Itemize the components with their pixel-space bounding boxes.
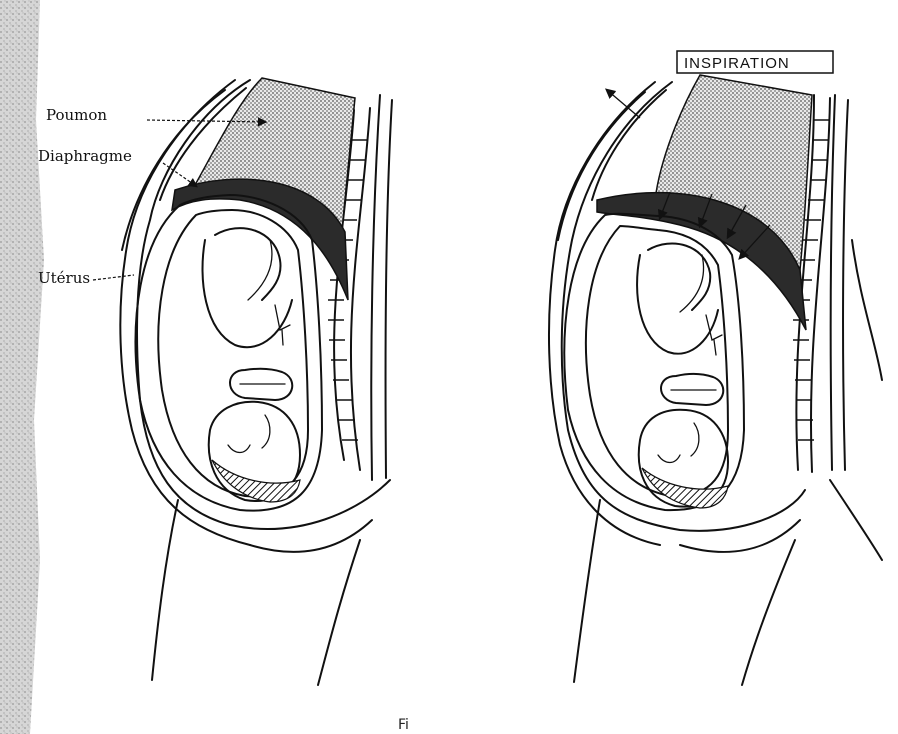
label-inspiration: INSPIRATION	[684, 55, 790, 72]
left-fetus	[203, 228, 300, 502]
right-uterus	[564, 214, 744, 510]
right-figure	[549, 75, 882, 685]
label-poumon: Poumon	[46, 106, 107, 124]
label-uterus: Utérus	[38, 269, 90, 287]
scan-shadow-left	[0, 0, 44, 734]
label-diaphragme: Diaphragme	[38, 147, 132, 165]
figure-caption: Fi	[398, 717, 409, 733]
left-figure	[120, 78, 392, 685]
uterus-leader	[93, 275, 134, 280]
right-fetus	[637, 243, 728, 508]
